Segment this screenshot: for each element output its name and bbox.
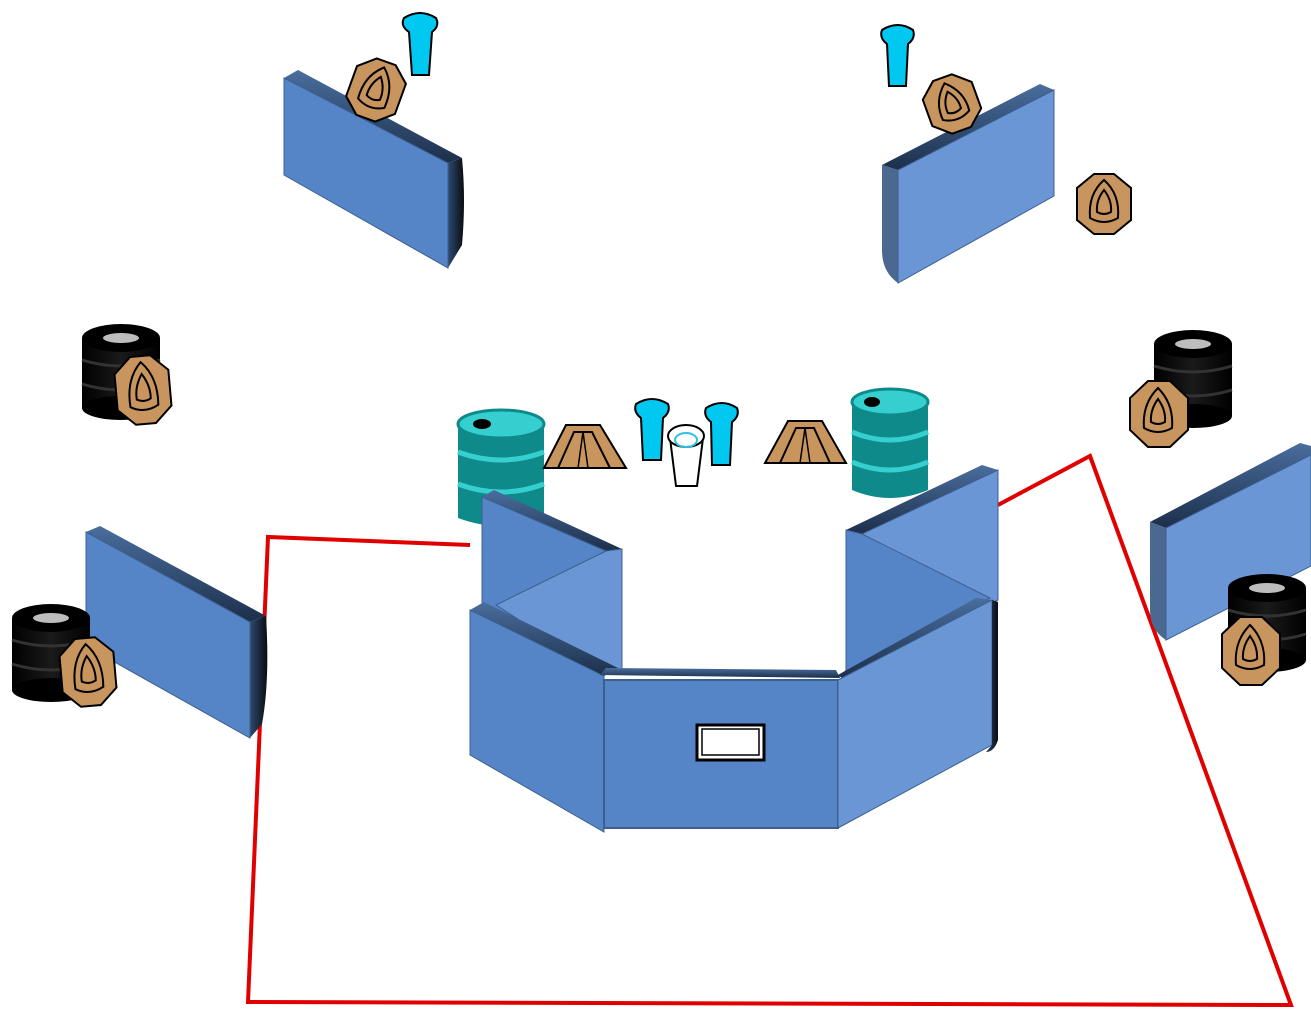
- teal-barrel: [456, 408, 546, 526]
- shooting-booth: [469, 465, 999, 833]
- start-cup: [667, 424, 705, 487]
- popper: [542, 424, 628, 469]
- steel-target: [58, 636, 118, 708]
- steel-target: [1221, 616, 1281, 686]
- steel-target: [113, 354, 173, 426]
- pole: [880, 24, 915, 87]
- steel-target: [1129, 380, 1189, 448]
- shooting-area-boundary: [245, 453, 1294, 1008]
- steel-target: [921, 73, 983, 135]
- booth-window: [695, 723, 766, 762]
- pole: [704, 402, 739, 466]
- popper: [763, 420, 848, 464]
- teal-barrel: [850, 387, 930, 498]
- steel-target: [345, 57, 407, 123]
- barricade-right: [1150, 443, 1311, 641]
- barricade-left: [85, 526, 268, 739]
- steel-target: [1076, 173, 1132, 235]
- pole: [401, 12, 439, 76]
- pole: [634, 398, 670, 461]
